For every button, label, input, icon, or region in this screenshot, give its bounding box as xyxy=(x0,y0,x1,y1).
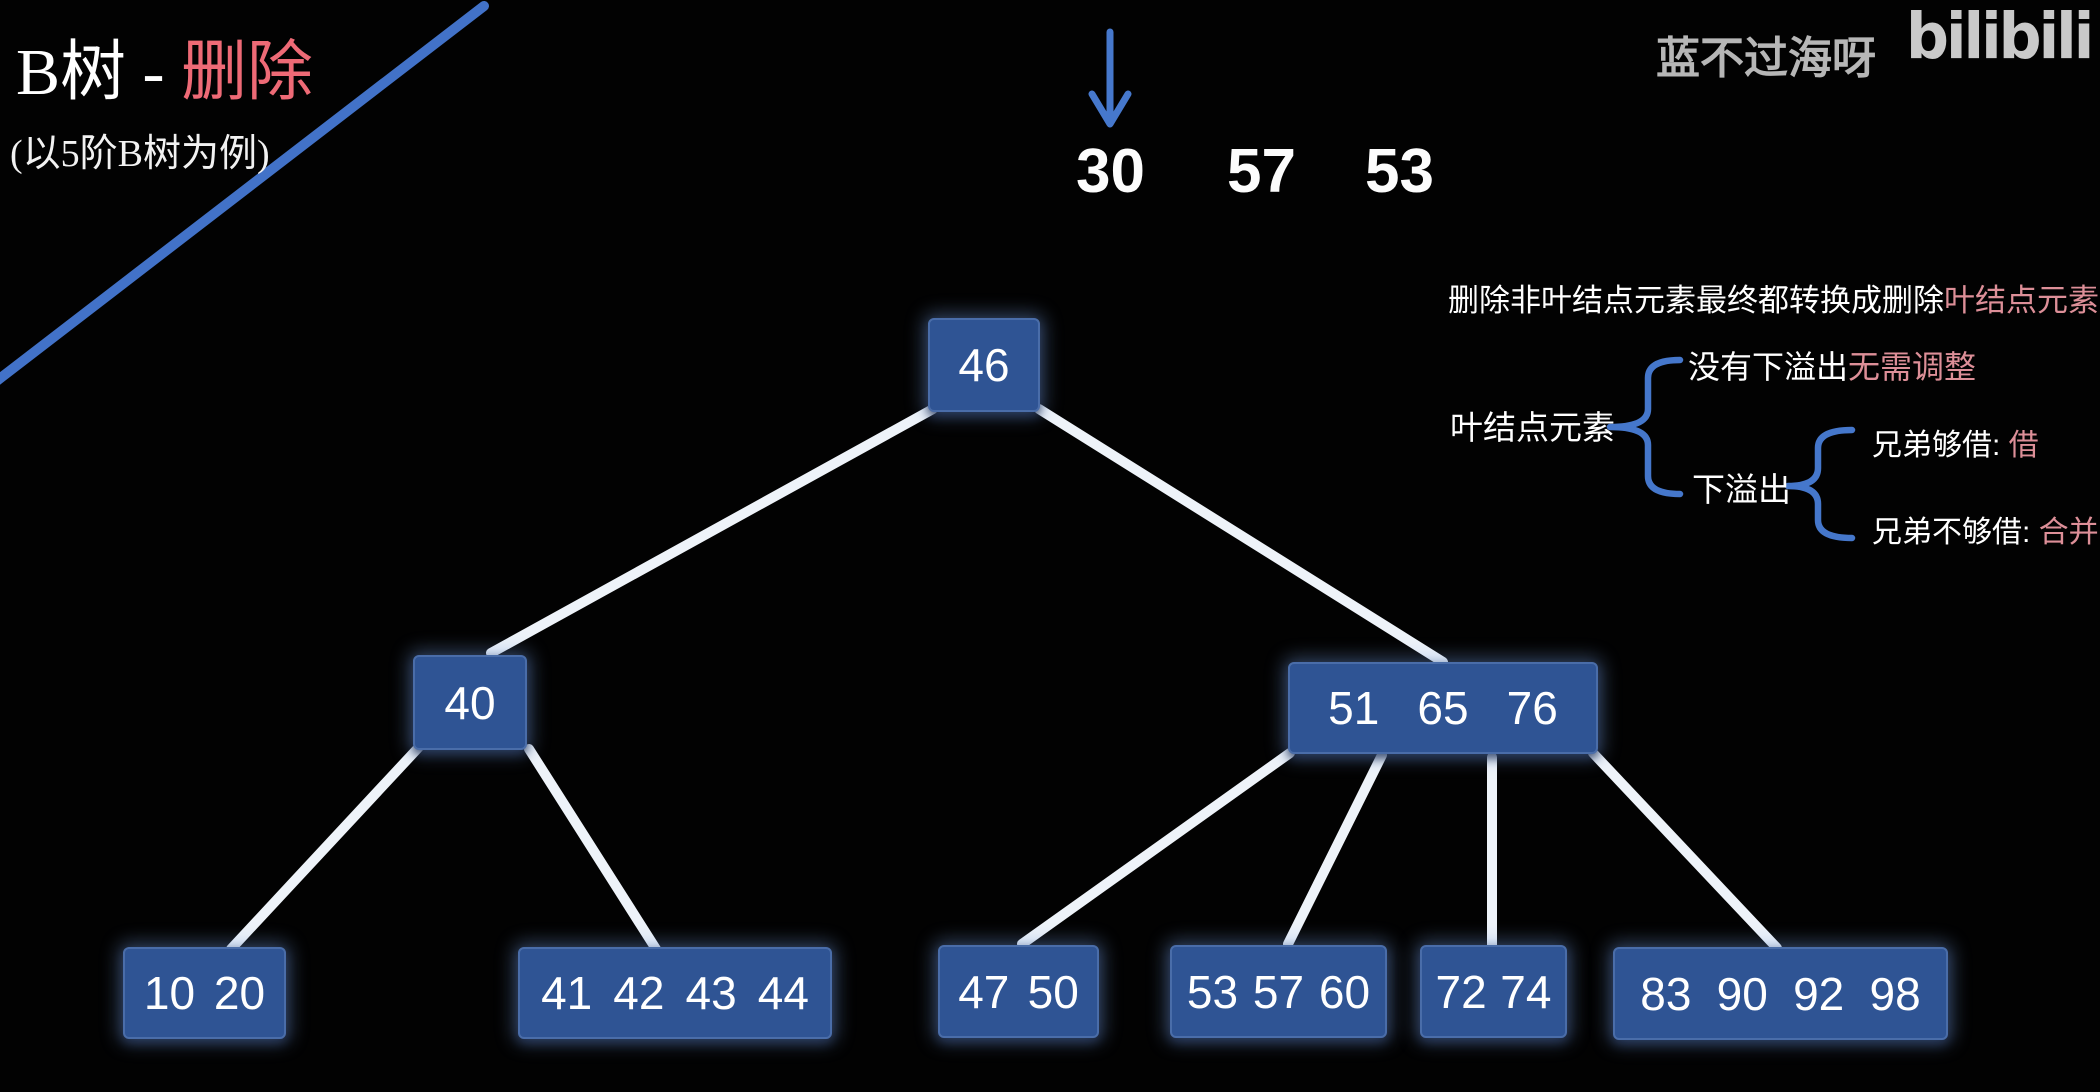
node-key: 41 xyxy=(541,967,593,1019)
node-key: 98 xyxy=(1869,967,1921,1020)
note-sibling-not-enough-accent: 合并 xyxy=(2038,516,2099,549)
note-case-underflow-label: 下溢出 xyxy=(1692,471,1791,508)
note-sibling-not-enough: 兄弟不够借: 合并 xyxy=(1872,516,2099,551)
note-delete-rule-accent: 叶结点元素 xyxy=(1944,283,2099,318)
bilibili-logo: bilibili xyxy=(1906,0,2094,74)
page-title: B树 - 删除 xyxy=(16,38,313,107)
brace-leaf-element xyxy=(1606,356,1684,498)
node-key: 76 xyxy=(1506,682,1558,734)
tree-edges xyxy=(226,404,1782,954)
btree-node-root: 46 xyxy=(928,318,1040,412)
node-key: 10 xyxy=(143,967,196,1019)
uploader-name: 蓝不过海呀 xyxy=(1656,34,1876,83)
decor-diagonal-line xyxy=(0,1,489,385)
note-delete-rule: 删除非叶结点元素最终都转换成删除叶结点元素 xyxy=(1448,283,2099,319)
tree-edge xyxy=(1017,748,1295,949)
note-sibling-not-enough-white: 兄弟不够借: xyxy=(1872,516,2039,549)
note-sibling-enough-accent: 借 xyxy=(2008,429,2039,462)
node-key: 72 xyxy=(1435,965,1487,1018)
node-key: 40 xyxy=(444,676,496,729)
note-delete-rule-white: 删除非叶结点元素最终都转换成删除 xyxy=(1448,283,1944,318)
btree-leaf-5: 72 74 xyxy=(1420,945,1567,1038)
note-braces xyxy=(1606,356,1856,542)
node-key: 65 xyxy=(1417,682,1469,734)
node-key: 57 xyxy=(1252,965,1305,1018)
node-key: 46 xyxy=(958,339,1010,391)
pending-key-57: 57 xyxy=(1227,137,1296,206)
pending-key-30: 30 xyxy=(1076,137,1145,206)
btree-leaf-6: 83 90 92 98 xyxy=(1613,947,1948,1040)
node-key: 83 xyxy=(1640,967,1692,1020)
pending-key-53: 53 xyxy=(1365,137,1434,206)
note-case-no-underflow-white: 没有下溢出 xyxy=(1688,349,1849,385)
tree-edge xyxy=(1588,748,1782,953)
node-key: 51 xyxy=(1328,682,1380,734)
btree-leaf-1: 10 20 xyxy=(123,947,286,1039)
tree-edge xyxy=(226,742,424,954)
note-branch-root-label: 叶结点元素 xyxy=(1450,409,1615,446)
tree-edge xyxy=(1283,750,1387,949)
node-key: 50 xyxy=(1027,965,1079,1018)
tree-edge xyxy=(1034,404,1448,667)
delete-arrow-icon xyxy=(1088,28,1132,128)
btree-leaf-4: 53 57 60 xyxy=(1170,945,1387,1038)
note-case-no-underflow-accent: 无需调整 xyxy=(1848,349,1977,385)
note-case-no-underflow: 没有下溢出无需调整 xyxy=(1688,349,1976,386)
node-key: 90 xyxy=(1716,967,1768,1020)
node-key: 43 xyxy=(685,967,737,1019)
node-key: 74 xyxy=(1500,965,1552,1018)
title-main: B树 xyxy=(16,36,127,109)
btree-leaf-2: 41 42 43 44 xyxy=(518,947,832,1039)
btree-node-internal-right: 51 65 76 xyxy=(1288,662,1598,754)
btree-node-internal-left: 40 xyxy=(413,655,527,750)
tree-edge xyxy=(524,744,661,954)
title-separator: - xyxy=(126,36,182,109)
note-sibling-enough: 兄弟够借: 借 xyxy=(1872,429,2039,464)
node-key: 53 xyxy=(1186,965,1239,1018)
node-key: 44 xyxy=(757,967,809,1019)
page-subtitle: (以5阶B树为例) xyxy=(10,133,270,175)
btree-leaf-3: 47 50 xyxy=(938,945,1099,1038)
node-key: 47 xyxy=(958,965,1010,1018)
brace-underflow xyxy=(1784,426,1856,542)
node-key: 92 xyxy=(1793,967,1845,1020)
node-key: 20 xyxy=(213,967,266,1019)
node-key: 42 xyxy=(613,967,665,1019)
node-key: 60 xyxy=(1318,965,1371,1018)
title-accent-delete: 删除 xyxy=(181,36,314,109)
note-sibling-enough-white: 兄弟够借: xyxy=(1872,429,2009,462)
tree-edge xyxy=(486,404,938,658)
